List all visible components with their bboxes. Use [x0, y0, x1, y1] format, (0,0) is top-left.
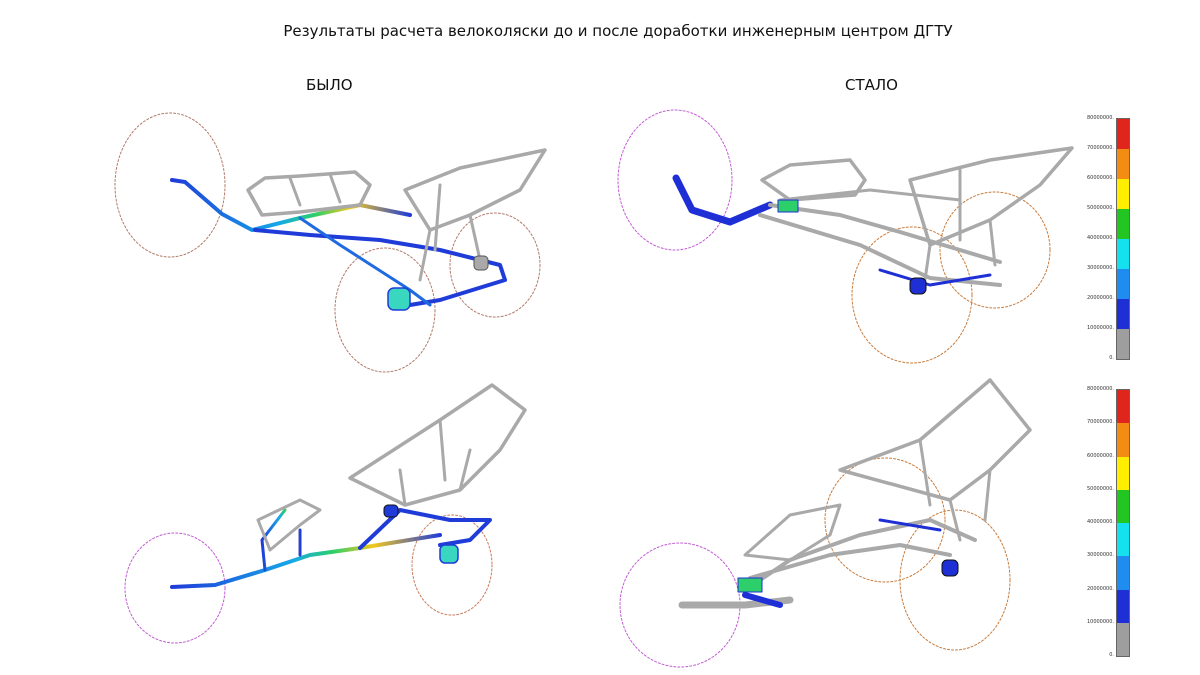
front-boom [170, 178, 412, 232]
color-scale-bottom: 80000000. 70000000. 60000000. 50000000. 4000… [1074, 386, 1130, 658]
legend-swatch [1117, 179, 1129, 209]
legend-tick-label: 40000000. [1086, 235, 1114, 241]
hub-left [383, 504, 399, 518]
page-title: Результаты расчета велоколяски до и посл… [283, 22, 953, 40]
legend-swatch [1117, 489, 1129, 523]
legend-tick-label: 30000000. [1086, 265, 1114, 271]
caption-after: СТАЛО [845, 76, 898, 94]
legend-swatch [1117, 299, 1129, 329]
hub-right [941, 559, 959, 577]
hub-right [439, 544, 459, 564]
legend-tick-label: 70000000. [1086, 145, 1114, 151]
hub-left [909, 277, 927, 295]
wheel-rear-right [939, 191, 1051, 309]
caption-before: БЫЛО [306, 76, 353, 94]
model-after-bottom [619, 378, 1032, 668]
seat-frame [246, 170, 372, 217]
hub-left [387, 287, 411, 311]
wheel-rear-right [449, 212, 541, 318]
legend-tick-label: 80000000. [1086, 115, 1114, 121]
legend-tick-label: 20000000. [1086, 295, 1114, 301]
wheel-rear-left [851, 226, 973, 364]
model-after-top [617, 109, 1074, 364]
legend-tick-label: 50000000. [1086, 485, 1114, 492]
legend-tick-label: 50000000. [1086, 205, 1114, 211]
legend-swatch [1117, 523, 1129, 557]
legend-tick-label: 40000000. [1086, 519, 1114, 525]
model-before-top [114, 112, 547, 373]
legend-tick-label: 10000000. [1086, 325, 1114, 331]
legend-swatch [1117, 119, 1129, 149]
legend-swatch [1117, 423, 1129, 457]
legend-swatch [1117, 209, 1129, 239]
seat-frame [760, 158, 867, 202]
legend-swatch [1117, 149, 1129, 179]
legend-swatch [1117, 589, 1129, 623]
legend-tick-label: 60000000. [1086, 175, 1114, 181]
color-scale-top: 80000000. 70000000. 60000000. 50000000. 4000… [1074, 115, 1130, 361]
legend-swatch [1117, 269, 1129, 299]
legend-swatch [1117, 456, 1129, 490]
legend-swatch [1117, 239, 1129, 269]
wheel-rear-right [899, 509, 1011, 651]
wheel-front [114, 112, 226, 258]
legend-swatch [1117, 622, 1129, 656]
wheel-rear [411, 514, 493, 616]
backrest-frame [348, 383, 527, 507]
legend-swatch [1117, 556, 1129, 590]
seat-frame [743, 503, 842, 562]
legend-tick-label: 70000000. [1086, 419, 1114, 426]
legend-swatch [1117, 329, 1129, 359]
front-boom [672, 174, 774, 226]
wheel-rear-left [824, 457, 946, 583]
legend-tick-label: 30000000. [1086, 552, 1114, 559]
legend-tick-label: 0. [1109, 652, 1114, 658]
legend-swatch [1117, 390, 1129, 424]
legend-tick-label: 80000000. [1086, 386, 1114, 392]
legend-tick-label: 0. [1109, 355, 1114, 361]
backrest-frame [838, 378, 1032, 502]
legend-tick-label: 60000000. [1086, 452, 1114, 459]
wheel-front [124, 532, 226, 644]
legend-tick-label: 10000000. [1086, 618, 1114, 625]
wheel-rear-left [334, 247, 436, 373]
front-boom [170, 533, 442, 589]
legend-tick-label: 20000000. [1086, 585, 1114, 592]
hub-right [473, 255, 489, 271]
seat-frame [256, 498, 322, 552]
model-before-bottom [124, 383, 527, 644]
wheel-front [617, 109, 733, 251]
